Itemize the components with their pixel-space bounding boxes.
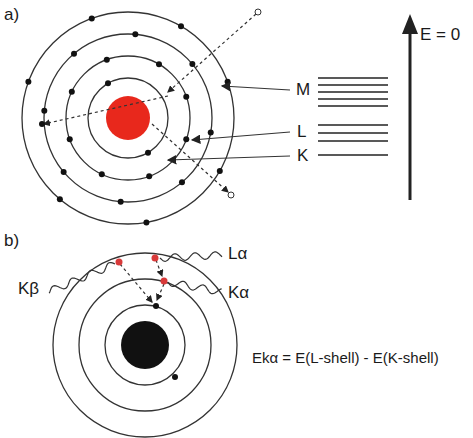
electron xyxy=(183,94,189,100)
panel-letter: b) xyxy=(4,232,19,251)
electron xyxy=(143,219,149,225)
particle-paths xyxy=(44,14,256,192)
electron xyxy=(146,173,152,179)
electron xyxy=(67,136,73,142)
atom-shells xyxy=(22,12,234,224)
photon-wave xyxy=(160,252,222,261)
transition-paths xyxy=(120,260,164,302)
nucleus xyxy=(106,96,150,140)
energy-levels xyxy=(318,78,388,155)
electron xyxy=(156,61,162,67)
electron xyxy=(179,179,185,185)
leader-lines xyxy=(168,86,290,160)
electron xyxy=(178,23,184,29)
line-name: Kα xyxy=(228,284,249,303)
electron xyxy=(25,79,31,85)
electron xyxy=(217,168,223,174)
photon-wave xyxy=(49,263,115,294)
line-name: Lα xyxy=(228,245,247,264)
line-name: Kβ xyxy=(18,280,39,299)
electron xyxy=(152,255,159,262)
electron xyxy=(71,51,77,57)
shell-name: K xyxy=(297,147,308,166)
energy-equation: Ekα = E(L-shell) - E(K-shell) xyxy=(252,350,439,367)
electron xyxy=(104,57,110,63)
electron xyxy=(172,374,178,380)
electron xyxy=(208,130,214,136)
electron xyxy=(118,199,124,205)
electron xyxy=(153,303,159,309)
energy-label: E = 0 xyxy=(420,26,460,45)
electron xyxy=(116,259,123,266)
photon-waves xyxy=(49,252,222,294)
electron xyxy=(41,108,47,114)
electron xyxy=(183,136,189,142)
shell-name: L xyxy=(297,123,306,142)
particle xyxy=(255,9,261,15)
electron xyxy=(225,79,231,85)
energy-axis xyxy=(409,30,412,200)
panel-letter: a) xyxy=(4,6,19,25)
particle xyxy=(228,192,234,198)
photon-wave xyxy=(168,281,222,293)
electron xyxy=(89,15,95,21)
electron xyxy=(39,121,45,127)
electron xyxy=(105,80,111,86)
electron xyxy=(69,89,75,95)
electron xyxy=(145,150,151,156)
nucleus xyxy=(121,321,169,369)
electron xyxy=(132,31,138,37)
electron xyxy=(99,171,105,177)
energy-arrowhead xyxy=(402,14,418,34)
electron xyxy=(189,61,195,67)
electron xyxy=(61,169,67,175)
shell-name: M xyxy=(296,81,310,100)
electron xyxy=(57,196,63,202)
electron xyxy=(161,278,168,285)
